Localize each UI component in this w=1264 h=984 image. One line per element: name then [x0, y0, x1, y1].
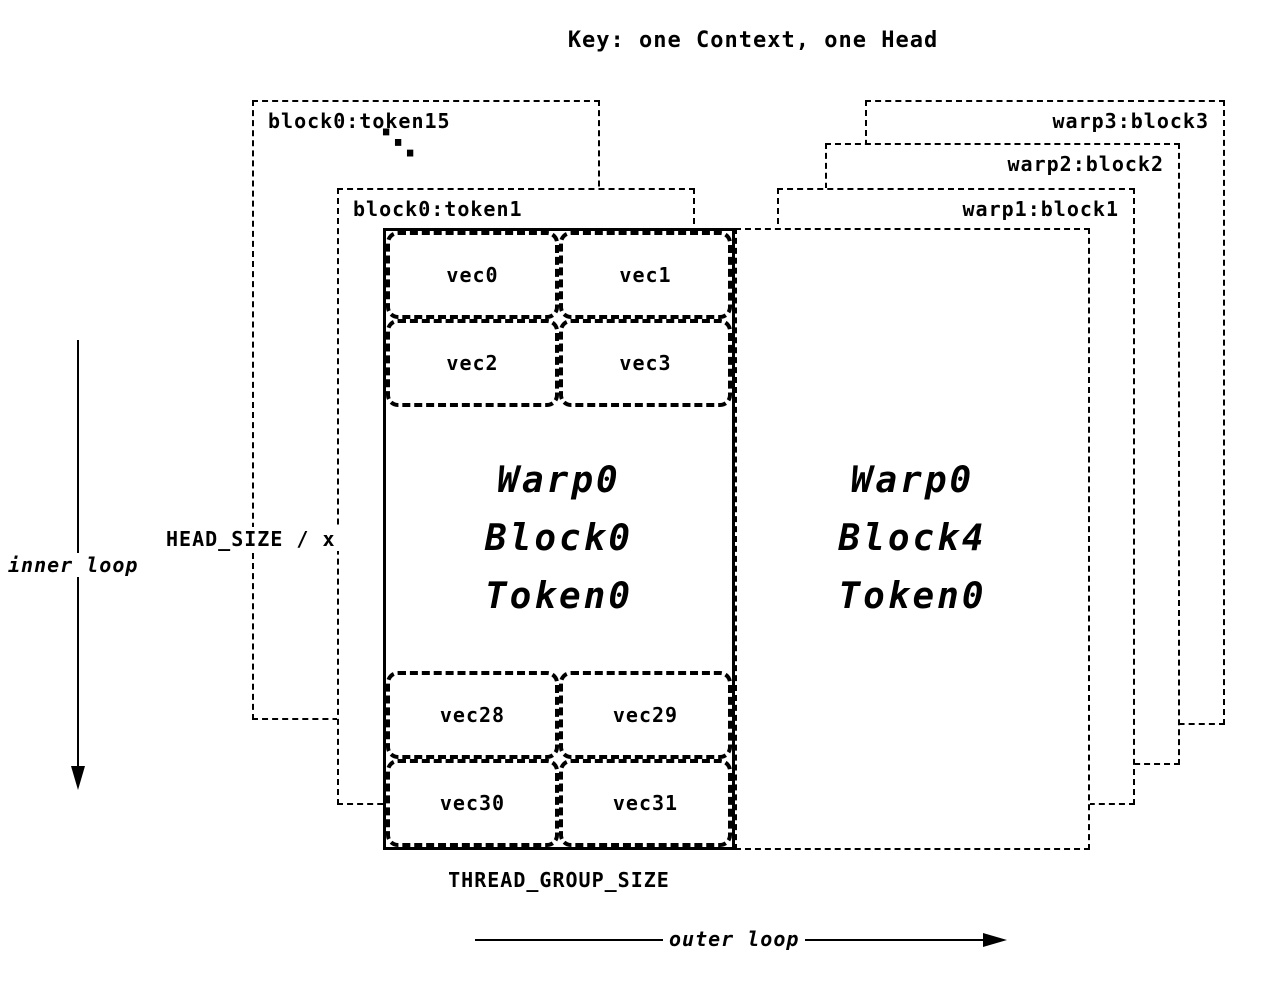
block0-token1-label: block0:token1	[353, 197, 523, 221]
block0-line-token: Token0	[484, 576, 634, 617]
diagram-title: Key: one Context, one Head	[567, 28, 939, 53]
vec3-cell: vec3	[559, 319, 732, 407]
inner-loop-label: inner loop	[6, 553, 141, 577]
vec29-cell: vec29	[559, 671, 732, 759]
bottom-vec-grid: vec28 vec29 vec30 vec31	[386, 671, 732, 847]
outer-loop-label: outer loop	[663, 927, 806, 951]
warp0-block0-token0-label: Warp0 Block0 Token0	[386, 231, 732, 847]
top-vec-grid: vec0 vec1 vec2 vec3	[386, 231, 732, 407]
block0-line-warp: Warp0	[497, 460, 621, 501]
block4-line-block: Block4	[838, 518, 987, 559]
thread-group-size-label: THREAD_GROUP_SIZE	[448, 868, 670, 892]
warp1-block1-label: warp1:block1	[962, 197, 1119, 221]
warp2-block2-label: warp2:block2	[1007, 152, 1164, 176]
warp0-block0-token0-box: Warp0 Block0 Token0 vec0 vec1 vec2 vec3 …	[383, 228, 735, 850]
vec1-cell: vec1	[559, 231, 732, 319]
warp0-block4-token0-label: Warp0 Block4 Token0	[737, 230, 1088, 848]
vec30-cell: vec30	[386, 759, 559, 847]
block0-line-block: Block0	[484, 518, 634, 559]
token-stack-ellipsis: ⋱	[380, 123, 416, 164]
vec2-cell: vec2	[386, 319, 559, 407]
block0-token15-label: block0:token15	[268, 109, 451, 133]
vec31-cell: vec31	[559, 759, 732, 847]
vec28-cell: vec28	[386, 671, 559, 759]
warp3-block3-label: warp3:block3	[1052, 109, 1209, 133]
block4-line-warp: Warp0	[850, 460, 975, 501]
warp0-block4-token0-box: Warp0 Block4 Token0	[735, 228, 1090, 850]
outer-loop-arrow-head-icon	[983, 933, 1007, 947]
block4-line-token: Token0	[838, 576, 987, 617]
vec0-cell: vec0	[386, 231, 559, 319]
inner-loop-arrow-head-icon	[71, 766, 85, 790]
head-size-label: HEAD_SIZE / x	[163, 527, 339, 551]
